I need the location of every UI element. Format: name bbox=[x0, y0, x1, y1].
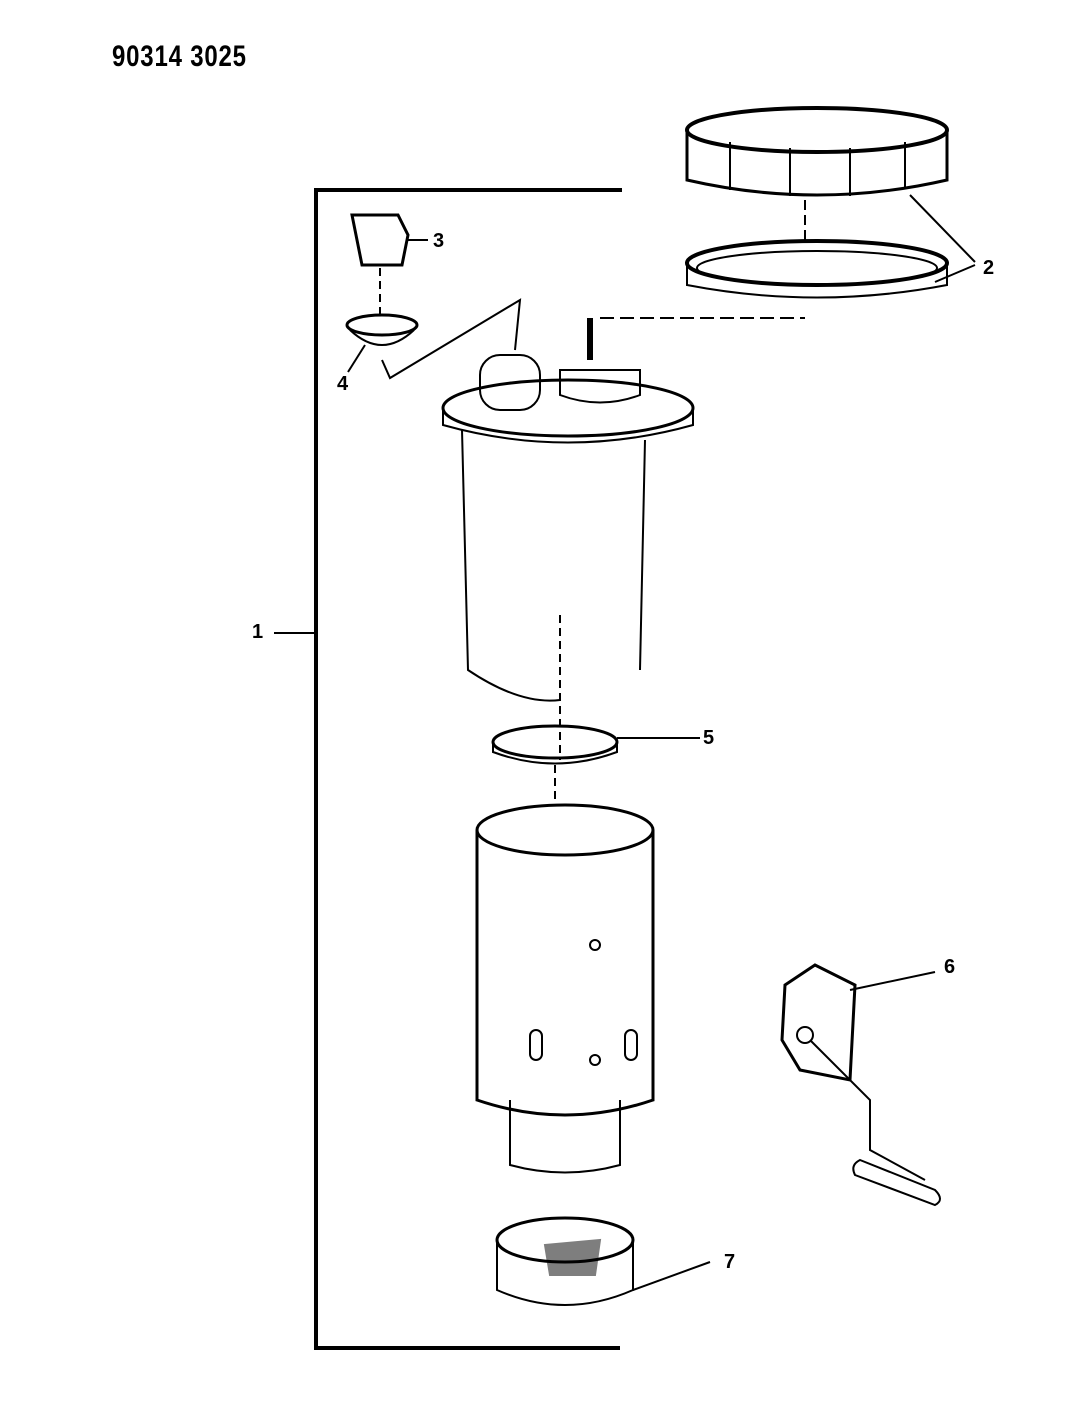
pump-module-housing bbox=[441, 317, 805, 760]
callout-2: 2 bbox=[983, 257, 995, 279]
connector-plug bbox=[350, 213, 428, 315]
leader-2a bbox=[909, 194, 976, 263]
leader-2b bbox=[934, 264, 976, 283]
inlet-strainer bbox=[495, 1216, 711, 1306]
reference-number: 90314 3025 bbox=[112, 40, 247, 73]
callout-3: 3 bbox=[433, 230, 445, 252]
fuel-level-sender bbox=[780, 963, 941, 1207]
callout-1: 1 bbox=[252, 621, 264, 643]
callout-4: 4 bbox=[337, 373, 349, 395]
grommet bbox=[345, 298, 522, 380]
filter-plate bbox=[491, 724, 700, 800]
reservoir-canister bbox=[475, 803, 655, 1174]
callout-6: 6 bbox=[944, 956, 956, 978]
callout-5: 5 bbox=[703, 727, 715, 749]
callout-7: 7 bbox=[724, 1251, 736, 1273]
lock-ring-and-gasket bbox=[685, 106, 976, 299]
assembly-bracket bbox=[314, 188, 622, 1350]
